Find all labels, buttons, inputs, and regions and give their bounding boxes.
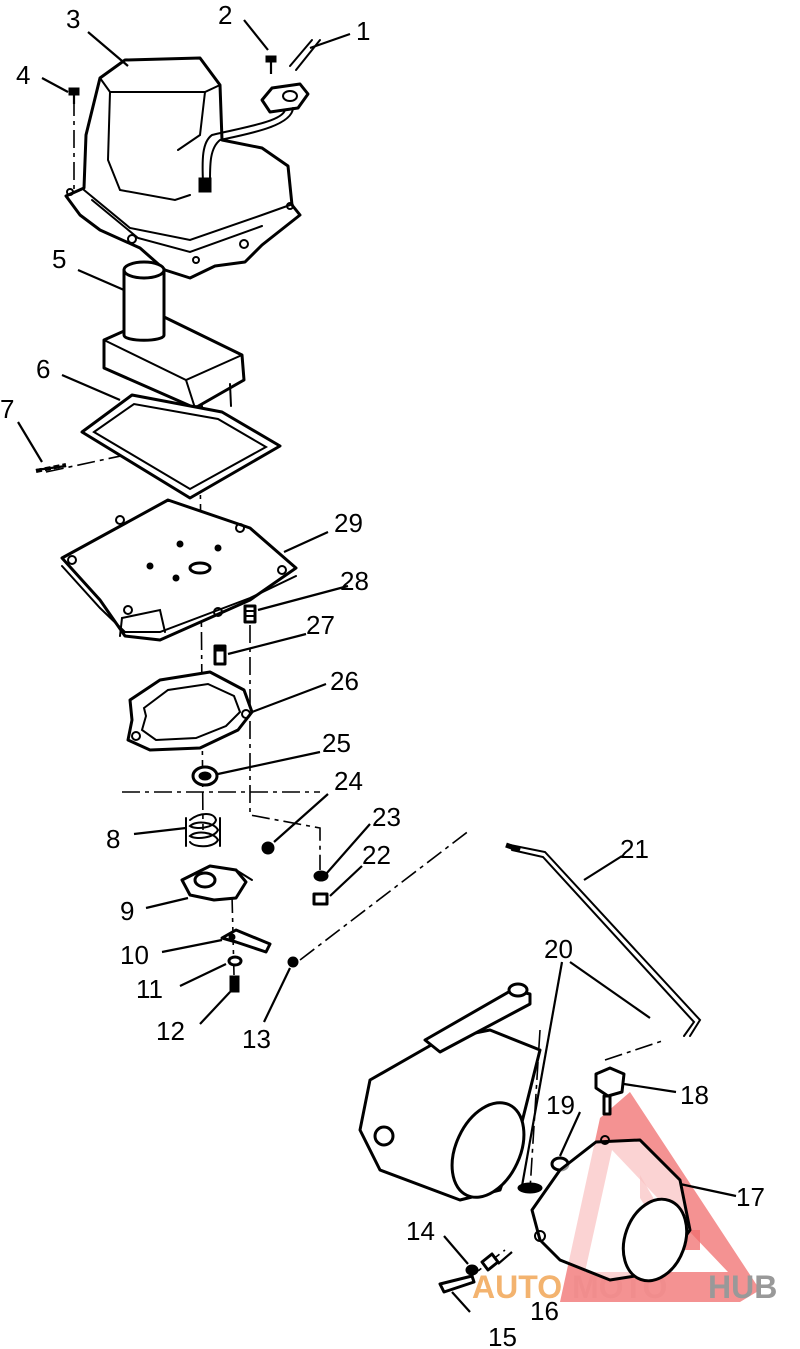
part-28-spring-pin [243,604,257,624]
part-25-seal [191,765,219,787]
part-9-cam [180,864,253,902]
part-7-pin [35,463,67,473]
leader-lines [17,19,737,1313]
callout-6: 6 [36,354,50,384]
callout-13: 13 [242,1024,271,1054]
part-10-lever [220,928,272,954]
callout-1: 1 [356,16,370,46]
callout-25: 25 [322,728,351,758]
callout-27: 27 [306,610,335,640]
part-8-spring [185,813,221,848]
callout-2: 2 [218,0,232,30]
part-21-rod [505,842,702,1037]
housing-throttle-body [358,982,543,1202]
part-26-gasket [126,670,254,752]
callout-22: 22 [362,840,391,870]
part-29-base-plate [60,498,298,642]
part-1-vent-hose [198,39,321,193]
callout-5: 5 [52,244,66,274]
part-15-screw [438,1274,476,1294]
callout-labels: 1 2 3 4 5 6 7 8 9 10 11 12 13 14 15 16 1… [0,0,765,1349]
callout-3: 3 [66,4,80,34]
callout-15: 15 [488,1322,517,1349]
part-24-ball [261,841,275,855]
part-11-washer [227,955,243,967]
callout-26: 26 [330,666,359,696]
part-5-sensor [102,260,246,439]
part-18-block [594,1066,626,1116]
callout-12: 12 [156,1016,185,1046]
callout-14: 14 [406,1216,435,1246]
callout-29: 29 [334,508,363,538]
callout-9: 9 [120,896,134,926]
part-27-screw [213,644,227,666]
callout-7: 7 [0,394,14,424]
callout-11: 11 [136,974,163,1004]
callout-17: 17 [736,1182,765,1212]
callout-28: 28 [340,566,369,596]
callout-4: 4 [16,60,30,90]
part-23-washer [313,870,329,882]
part-2-screw [265,55,277,74]
part-16-bushing [480,1252,500,1272]
part-17-housing [530,1135,692,1283]
part-22-nut [312,892,329,906]
callout-8: 8 [106,824,120,854]
callout-10: 10 [120,940,149,970]
callout-23: 23 [372,802,401,832]
callout-19: 19 [546,1090,575,1120]
callout-20: 20 [544,934,573,964]
watermark-text-auto: AUTO [472,1269,562,1305]
part-14-washer [465,1264,479,1276]
callout-16: 16 [530,1296,559,1326]
part-13-link-end [287,956,299,968]
part-4-screw [68,87,80,104]
callout-24: 24 [334,766,363,796]
part-12-screw [229,975,240,993]
callout-18: 18 [680,1080,709,1110]
part-6-gasket [80,393,282,500]
callout-21: 21 [620,834,649,864]
watermark-text-hub: HUB [708,1269,777,1305]
part-3-top-cover [64,56,302,280]
